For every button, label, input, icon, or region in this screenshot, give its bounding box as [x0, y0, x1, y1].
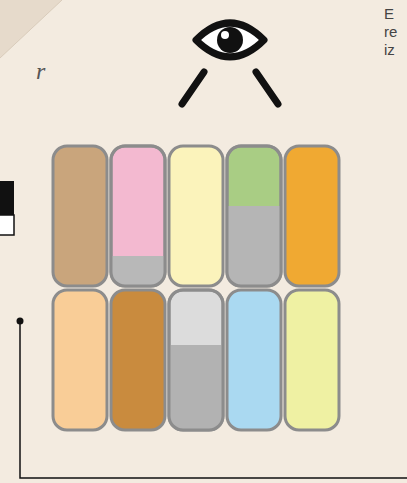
leader-line	[17, 318, 407, 479]
white-box	[0, 215, 14, 235]
handwritten-letter: r	[36, 58, 45, 85]
panel-edge	[0, 0, 62, 58]
side-text: re	[384, 23, 397, 41]
black-box	[0, 181, 14, 215]
vial-grid	[53, 146, 339, 432]
side-text: E	[384, 5, 394, 23]
eye-symbol	[182, 23, 278, 104]
side-text: iz	[384, 41, 395, 59]
corner-shade	[0, 0, 62, 58]
